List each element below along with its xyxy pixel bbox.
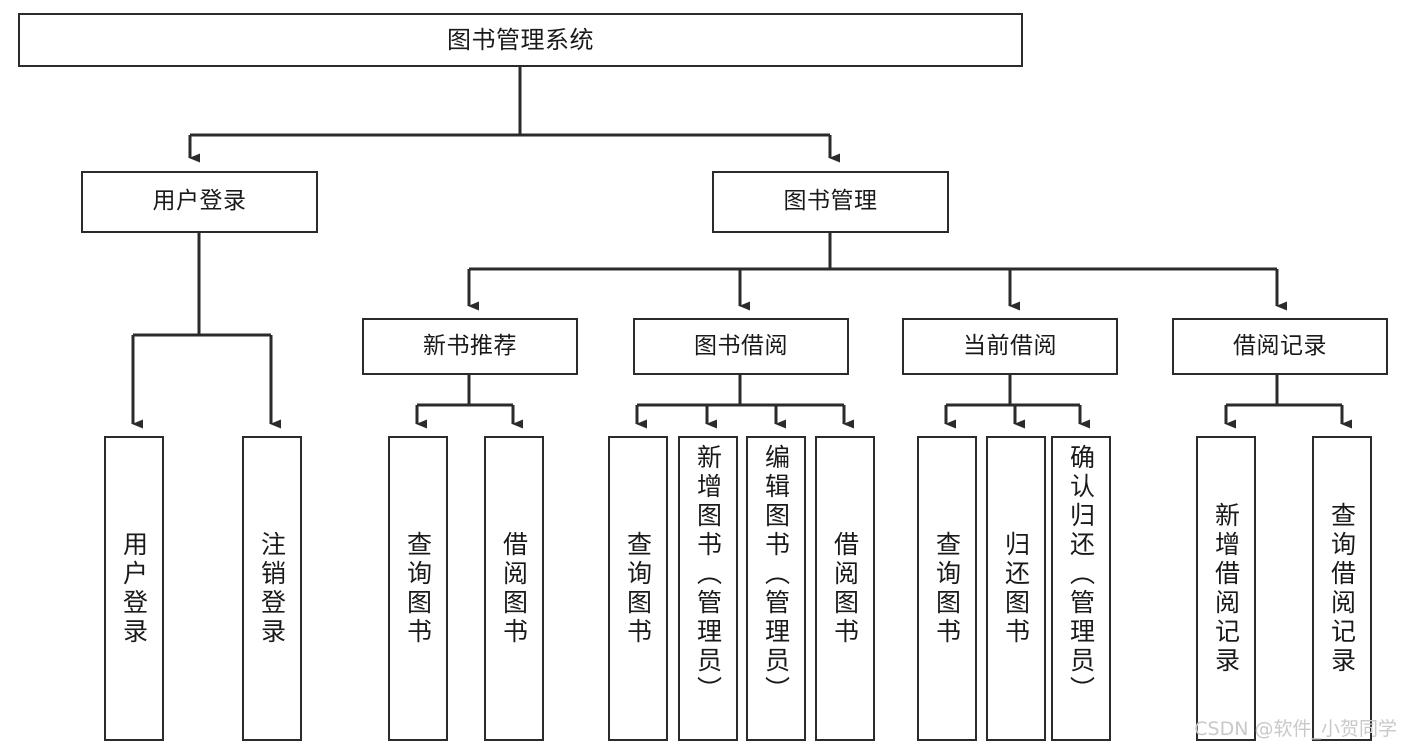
node-leaf-confirm-return-admin[interactable]: 确认归还（管理员）	[1051, 436, 1111, 741]
node-label: 查询图书	[623, 530, 653, 647]
node-label: 用户登录	[119, 530, 149, 647]
node-leaf-user-login[interactable]: 用户登录	[104, 436, 164, 741]
node-leaf-add-book-admin[interactable]: 新增图书（管理员）	[678, 436, 738, 741]
node-label: 用户登录	[152, 188, 247, 215]
node-root-book-management-system[interactable]: 图书管理系统	[18, 13, 1023, 67]
node-label: 确认归还（管理员）	[1066, 444, 1096, 705]
node-label: 查询借阅记录	[1327, 501, 1357, 676]
node-label: 新书推荐	[423, 332, 517, 359]
node-label: 归还图书	[1001, 530, 1031, 647]
node-leaf-query-book-borrow[interactable]: 查询图书	[608, 436, 668, 741]
node-user-login[interactable]: 用户登录	[81, 171, 318, 233]
node-label: 图书管理系统	[447, 25, 594, 54]
node-leaf-logout[interactable]: 注销登录	[242, 436, 302, 741]
node-leaf-borrow-book[interactable]: 借阅图书	[815, 436, 875, 741]
node-label: 新增图书（管理员）	[693, 444, 723, 705]
node-label: 新增借阅记录	[1211, 501, 1241, 676]
node-borrow-record[interactable]: 借阅记录	[1172, 318, 1388, 375]
node-label: 图书管理	[783, 188, 878, 215]
node-leaf-edit-book-admin[interactable]: 编辑图书（管理员）	[746, 436, 806, 741]
node-current-borrow[interactable]: 当前借阅	[902, 318, 1118, 375]
node-label: 借阅记录	[1233, 332, 1327, 359]
csdn-watermark: CSDN @软件_小贺同学	[1194, 718, 1397, 740]
node-label: 借阅图书	[830, 530, 860, 647]
node-leaf-query-book-newbook[interactable]: 查询图书	[388, 436, 448, 741]
node-label: 编辑图书（管理员）	[761, 444, 791, 705]
node-leaf-borrow-book-newbook[interactable]: 借阅图书	[484, 436, 544, 741]
node-label: 图书借阅	[694, 332, 788, 359]
node-label: 查询图书	[932, 530, 962, 647]
node-label: 注销登录	[257, 530, 287, 647]
node-book-borrow[interactable]: 图书借阅	[633, 318, 849, 375]
node-new-book-recommend[interactable]: 新书推荐	[362, 318, 578, 375]
node-label: 查询图书	[403, 530, 433, 647]
node-leaf-add-borrow-record[interactable]: 新增借阅记录	[1196, 436, 1256, 741]
node-leaf-query-book-current[interactable]: 查询图书	[917, 436, 977, 741]
node-leaf-return-book[interactable]: 归还图书	[986, 436, 1046, 741]
node-book-management[interactable]: 图书管理	[712, 171, 949, 233]
node-label: 借阅图书	[499, 530, 529, 647]
node-label: 当前借阅	[963, 332, 1057, 359]
node-leaf-query-borrow-record[interactable]: 查询借阅记录	[1312, 436, 1372, 741]
